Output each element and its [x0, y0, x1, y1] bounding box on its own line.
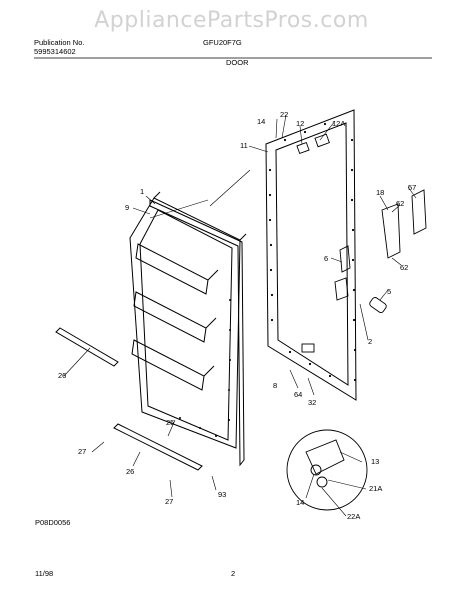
callout-26-lower: 26	[126, 467, 134, 476]
callout-8: 8	[273, 381, 277, 390]
callout-14-top: 14	[257, 117, 265, 126]
door-liner	[129, 191, 247, 467]
callout-18: 18	[376, 188, 384, 197]
callout-6: 6	[324, 254, 328, 263]
callout-27-lower: 27	[165, 497, 173, 506]
drawing-id: P08D0056	[35, 518, 71, 527]
leader-lines	[63, 114, 417, 517]
callout-26-upper: 26	[58, 371, 66, 380]
door-shelf-bar-lower	[113, 423, 203, 471]
callout-93: 93	[218, 490, 226, 499]
callout-64: 64	[294, 390, 302, 399]
model-number: GFU20F7G	[203, 38, 242, 47]
callout-62-upper: 62	[396, 199, 404, 208]
section-title: DOOR	[226, 58, 249, 67]
callout-11: 11	[240, 141, 248, 150]
callout-9: 9	[125, 203, 129, 212]
publication-label: Publication No.	[34, 38, 85, 47]
callout-5: 5	[387, 287, 391, 296]
callout-12a: 12A	[332, 119, 345, 128]
callout-32: 32	[308, 398, 316, 407]
callout-22-top: 22	[280, 110, 288, 119]
door-shelf-bar-upper	[55, 327, 119, 367]
publication-number: 5995314602	[34, 47, 76, 56]
callout-57: 57	[408, 183, 416, 192]
hinge-parts	[296, 133, 427, 353]
callout-2: 2	[368, 337, 372, 346]
callout-27-upper: 27	[78, 447, 86, 456]
callout-62-lower: 62	[400, 263, 408, 272]
callout-1: 1	[140, 187, 144, 196]
callout-25: 25	[166, 418, 174, 427]
frame-screw-holes	[268, 122, 357, 382]
watermark: AppliancePartsPros.com	[94, 8, 369, 33]
callout-13: 13	[371, 457, 379, 466]
callout-21a: 21A	[369, 484, 382, 493]
callout-22a: 22A	[347, 512, 360, 521]
page-number: 2	[231, 569, 236, 578]
hinge-detail-inset	[286, 429, 368, 511]
callout-labels: 14 22 12 12A 11 1 9 18 57 62 6 62 5 2 26…	[58, 110, 416, 521]
callout-14-inset: 14	[296, 498, 304, 507]
date-code: 11/98	[35, 569, 54, 578]
door-gasket-frame	[265, 109, 357, 401]
callout-12: 12	[296, 119, 304, 128]
liner-screw-holes	[179, 299, 231, 437]
